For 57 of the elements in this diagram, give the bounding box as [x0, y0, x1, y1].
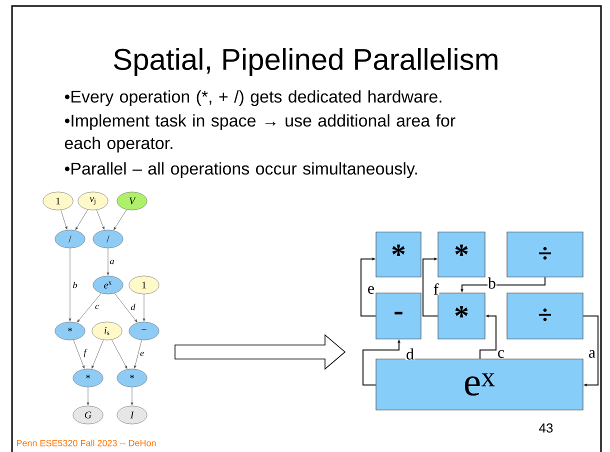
- operator-box: ÷: [506, 232, 584, 278]
- operator-box: *: [376, 232, 422, 278]
- edge-label: b: [488, 277, 496, 289]
- operator-box: *: [438, 232, 486, 278]
- connector-arrow: [582, 316, 598, 387]
- arrow: [142, 294, 146, 322]
- page-number: 43: [539, 423, 553, 433]
- graph-node: v$_{j}$: [78, 192, 108, 210]
- graph-node: 1: [128, 276, 160, 294]
- title: Spatial, Pipelined Parallelism: [114, 48, 498, 76]
- arrow: [134, 340, 142, 368]
- graph-node: I: [116, 406, 148, 424]
- edge-label: a: [110, 260, 114, 264]
- arrow: [68, 248, 72, 322]
- graph-node: i$_{s}$: [92, 322, 122, 340]
- graph-node: V: [116, 192, 148, 210]
- arrow: [60, 210, 68, 230]
- arrow: [86, 387, 90, 406]
- arrow: [112, 340, 128, 369]
- bullet-text: •Every operation (*, + /) gets dedicated hardware.: [64, 90, 442, 106]
- edge-label: d: [406, 348, 414, 360]
- arrow: [73, 340, 85, 369]
- arrow: [92, 340, 104, 369]
- arrow: [75, 209, 88, 230]
- arrow: [114, 209, 127, 230]
- bullet-text: •Implement task in space → use additional area for each operator.: [64, 114, 456, 153]
- edge-label: b: [73, 282, 77, 288]
- edge-label: d: [131, 304, 136, 310]
- graph-node: *: [54, 322, 86, 340]
- graph-node: /: [92, 230, 124, 248]
- graph-node: 1: [42, 192, 74, 210]
- footer-text: Penn ESE5320 Fall 2023 -- DeHon: [16, 440, 156, 446]
- edge-label: e: [368, 286, 374, 294]
- arrow: [114, 293, 138, 322]
- edge-label: c: [95, 304, 99, 310]
- graph-node: *: [72, 368, 104, 388]
- edge-label: f: [84, 348, 88, 358]
- graph-node: /: [54, 230, 86, 248]
- graph-node: −: [128, 322, 160, 340]
- graph-node: *: [116, 368, 148, 388]
- arrow: [130, 387, 134, 406]
- operator-box: -: [376, 292, 422, 340]
- operator-box: e$^{x}$: [376, 358, 584, 410]
- bullet-text: •Parallel – all operations occur simultaneously.: [64, 162, 417, 178]
- connector-arrow: [422, 257, 438, 316]
- edge-label: c: [498, 350, 504, 358]
- edge-label: e: [140, 352, 144, 356]
- arrow: [96, 210, 104, 230]
- graph-node: e$^{x}$: [92, 276, 124, 294]
- connector-arrow: [360, 257, 376, 316]
- edge-label: a: [589, 350, 596, 358]
- operator-box: ÷: [506, 292, 584, 340]
- edge-label: f: [434, 283, 439, 295]
- arrow: [106, 248, 110, 276]
- graph-node: G: [72, 406, 104, 424]
- arrow: [77, 293, 102, 322]
- operator-box: *: [438, 292, 486, 340]
